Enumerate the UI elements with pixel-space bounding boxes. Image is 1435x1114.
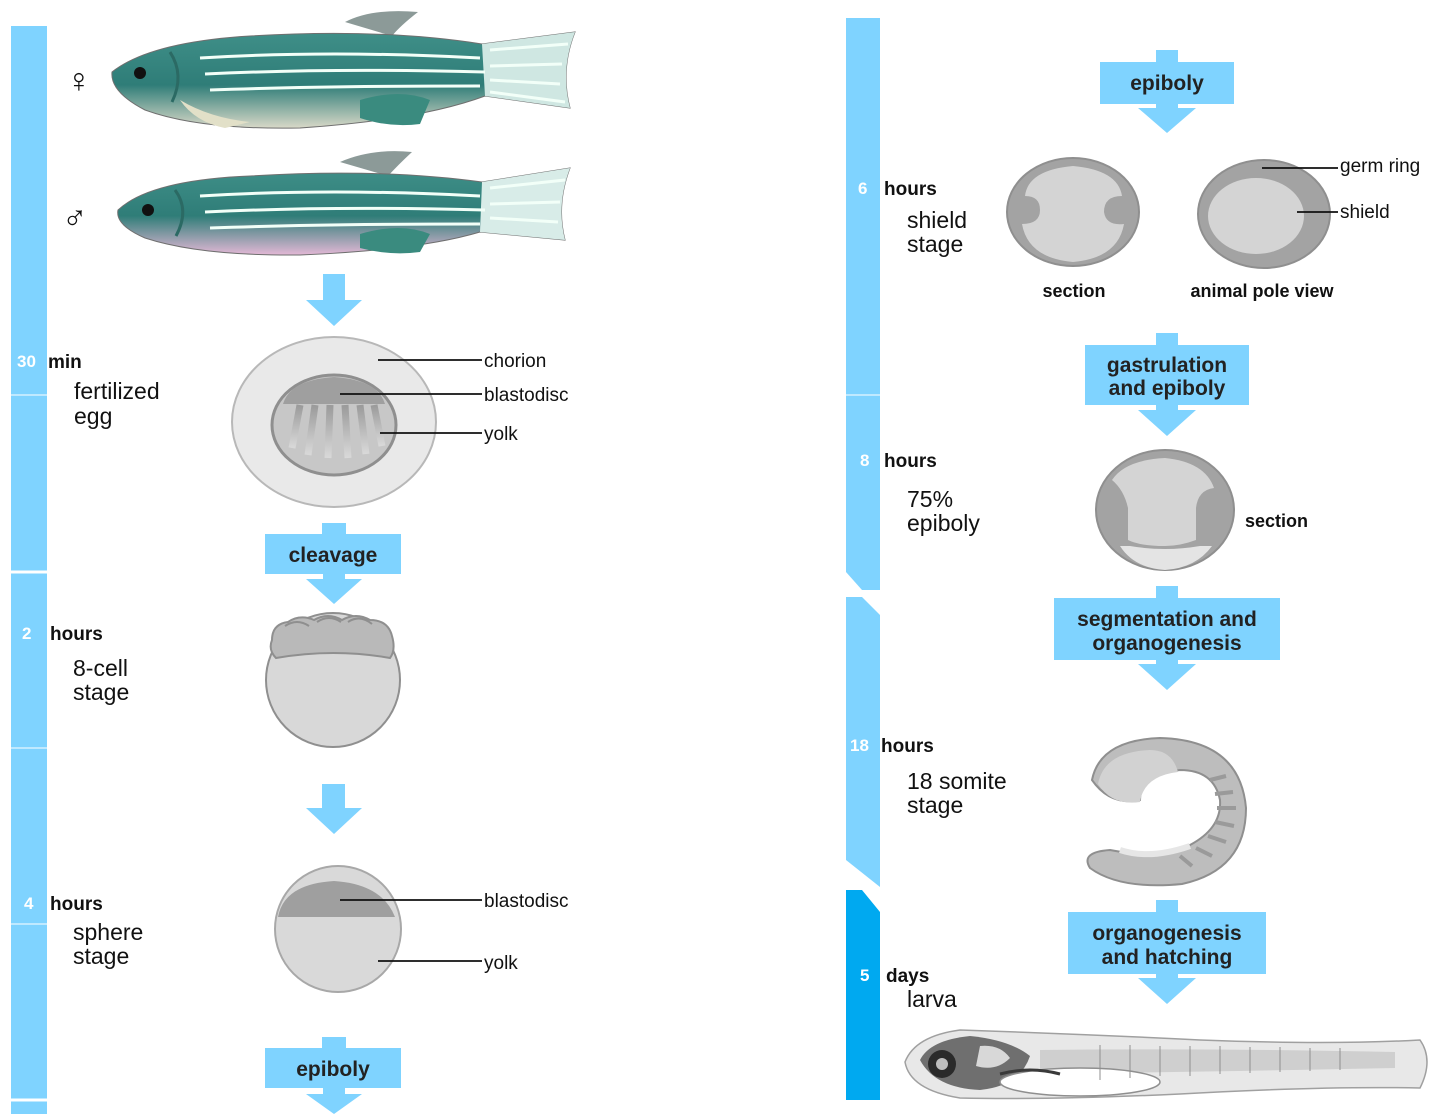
time-number: 5 [860, 966, 869, 985]
time-bar-segment-days [846, 890, 880, 1100]
process-label: epiboly [1130, 72, 1204, 95]
label-section: section [1245, 511, 1308, 531]
female-symbol: ♀ [66, 62, 92, 100]
stage-name: 8-cell [73, 655, 128, 681]
process-label: organogenesis [1092, 632, 1241, 655]
stage-name: 75% [907, 486, 953, 512]
time-unit: hours [884, 451, 937, 472]
time-unit: hours [884, 179, 937, 200]
time-bar-segment [11, 26, 47, 1114]
label-blastodisc: blastodisc [484, 385, 569, 406]
larva-illustration [905, 1030, 1427, 1099]
time-number: 2 [22, 624, 31, 643]
label-yolk: yolk [484, 424, 518, 445]
label-blastodisc: blastodisc [484, 891, 569, 912]
down-arrow [306, 784, 362, 834]
time-number: 8 [860, 451, 869, 470]
somite-embryo-illustration [1088, 738, 1247, 885]
stage-name: sphere [73, 919, 143, 945]
stage-name: epiboly [907, 510, 980, 536]
caption-animal-pole-view: animal pole view [1190, 281, 1334, 301]
stage-name: 18 somite [907, 768, 1007, 794]
time-number: 18 [850, 736, 869, 755]
time-number: 6 [858, 179, 867, 198]
process-label: epiboly [296, 1058, 370, 1081]
time-unit: hours [50, 894, 103, 915]
time-unit: min [48, 352, 82, 373]
left-time-bar [11, 26, 47, 1114]
stage-name: stage [73, 943, 129, 969]
time-unit: hours [881, 736, 934, 757]
process-label: and hatching [1102, 946, 1233, 969]
label-yolk: yolk [484, 953, 518, 974]
time-unit: days [886, 966, 929, 987]
sphere-stage-embryo-illustration [275, 866, 401, 992]
shield-section-illustration [1007, 158, 1139, 266]
stage-name: stage [907, 231, 963, 257]
caption-section: section [1042, 281, 1105, 301]
shield-animal-pole-illustration [1198, 160, 1330, 268]
time-number: 30 [17, 352, 36, 371]
stage-name: shield [907, 207, 967, 233]
time-unit: hours [50, 624, 103, 645]
male-symbol: ♂ [62, 198, 88, 236]
label-shield: shield [1340, 202, 1390, 223]
time-bar-segment [846, 18, 880, 572]
stage-name: egg [74, 403, 112, 429]
epiboly-75-section-illustration [1096, 450, 1234, 570]
stage-name: stage [907, 792, 963, 818]
fertilized-egg-illustration [232, 337, 436, 507]
stage-name: stage [73, 679, 129, 705]
stage-name: fertilized [74, 378, 160, 404]
label-chorion: chorion [484, 351, 546, 372]
down-arrow [306, 274, 362, 326]
process-label: organogenesis [1092, 922, 1241, 945]
process-label: cleavage [289, 544, 378, 567]
process-label: and epiboly [1109, 377, 1226, 400]
process-label: segmentation and [1077, 608, 1257, 631]
male-zebrafish [118, 151, 570, 255]
process-label: gastrulation [1107, 354, 1227, 377]
time-number: 4 [24, 894, 34, 913]
female-zebrafish [112, 11, 575, 128]
stage-name: larva [907, 986, 957, 1012]
label-germ-ring: germ ring [1340, 156, 1420, 177]
eight-cell-embryo-illustration [266, 613, 400, 747]
